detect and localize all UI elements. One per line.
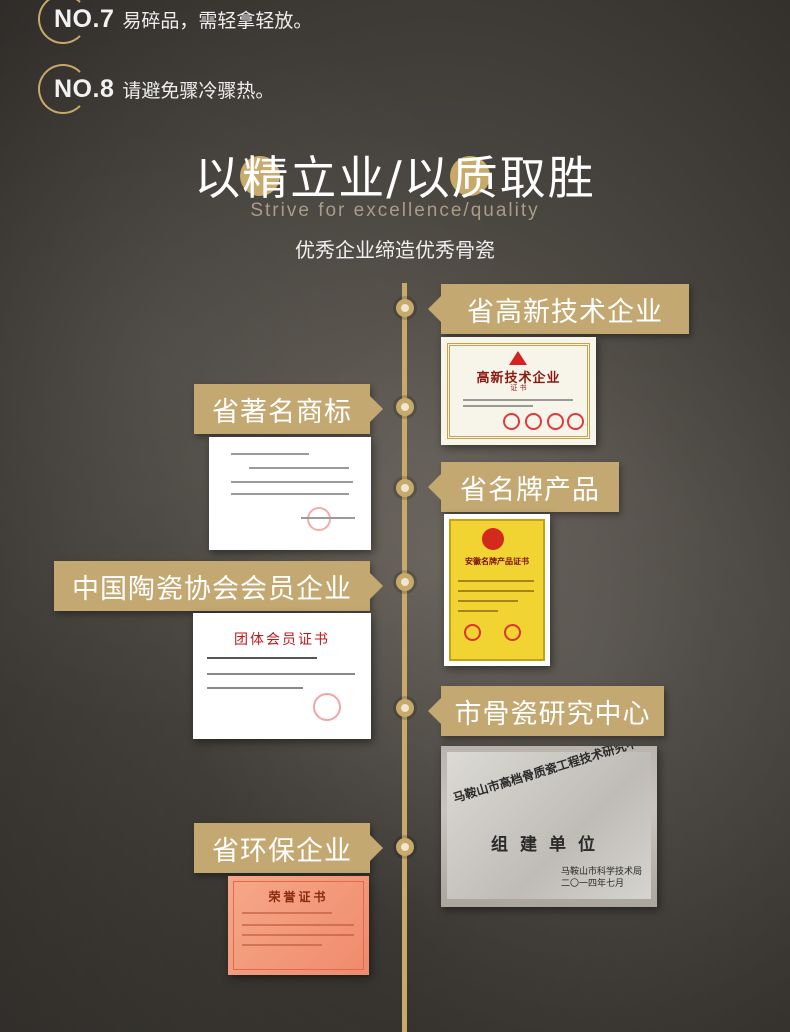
text-line — [458, 600, 518, 602]
seal-icon — [464, 624, 481, 641]
research-center-plaque: 马鞍山市高档骨质瓷工程技术研究中心 组建单位 马鞍山市科学技术局二〇一四年七月 — [441, 746, 657, 907]
tip-text: 易碎品，需轻拿轻放。 — [122, 9, 313, 32]
seal-icon — [525, 413, 542, 430]
national-emblem-icon — [482, 528, 504, 550]
cert-title: 团体会员证书 — [234, 632, 330, 648]
seal-icon — [504, 624, 521, 641]
text-line — [249, 467, 349, 469]
text-line — [458, 580, 534, 582]
label-research-center: 市骨瓷研究中心 — [428, 686, 664, 736]
tip-no8: NO.8 请避免骤冷骤热。 — [38, 64, 274, 114]
title-highlight: 精 — [240, 142, 291, 208]
title-highlight-char: 精 — [242, 151, 291, 205]
seal-icon — [567, 413, 584, 430]
seal-icon — [307, 507, 331, 531]
title-highlight: 质 — [449, 142, 500, 208]
tip-no7: NO.7 易碎品，需轻拿轻放。 — [38, 0, 312, 44]
label-brand-product: 省名牌产品 — [428, 462, 619, 512]
plaque-issuer: 马鞍山市科学技术局二〇一四年七月 — [561, 866, 642, 890]
plaque-date: 二〇一四年七月 — [561, 879, 625, 889]
text-line — [231, 453, 309, 455]
timeline-axis — [402, 283, 407, 1032]
section-title: 以精立业/以质取胜 — [0, 142, 790, 208]
text-line — [207, 687, 303, 689]
text-line — [463, 399, 573, 401]
text-line — [463, 405, 533, 407]
cert-frame — [233, 881, 364, 970]
text-line — [231, 493, 349, 495]
seal-icon — [313, 693, 341, 721]
association-member-certificate: 团体会员证书 — [193, 613, 371, 739]
trademark-document — [209, 437, 371, 550]
text-line — [207, 657, 317, 659]
label-association-member: 中国陶瓷协会会员企业 — [54, 561, 383, 611]
timeline-dot — [396, 479, 414, 497]
seal-icon — [547, 413, 564, 430]
english-subtitle: Strive for excellence/quality — [250, 200, 540, 221]
tip-number: NO.8 — [54, 74, 115, 103]
text-line — [458, 610, 498, 612]
label-hightech: 省高新技术企业 — [428, 284, 689, 334]
cert-frame — [447, 343, 590, 439]
ring-icon — [38, 0, 88, 44]
title-part: 以 — [194, 151, 243, 205]
text-line — [207, 673, 355, 675]
text-line — [242, 912, 332, 914]
plaque-issuer-name: 马鞍山市科学技术局 — [561, 867, 643, 877]
text-line — [301, 517, 355, 519]
timeline-dot — [396, 573, 414, 591]
timeline-dot — [396, 299, 414, 317]
label-trademark: 省著名商标 — [194, 384, 383, 434]
cert-title: 荣誉证书 — [268, 890, 329, 904]
title-part: 取胜 — [499, 151, 596, 205]
cert-subtitle: 证 书 — [510, 384, 527, 392]
honor-certificate: 荣誉证书 — [228, 876, 369, 975]
cert-title: 安徽名牌产品证书 — [465, 557, 529, 566]
tagline: 优秀企业缔造优秀骨瓷 — [295, 238, 495, 262]
timeline-dot — [396, 838, 414, 856]
text-line — [458, 590, 534, 592]
tip-text: 请避免骤冷骤热。 — [122, 79, 275, 102]
label-eco-enterprise: 省环保企业 — [194, 823, 383, 873]
text-line — [231, 481, 353, 483]
tip-number: NO.7 — [54, 4, 115, 33]
brand-product-certificate: 安徽名牌产品证书 — [444, 514, 550, 666]
cert-title: 高新技术企业 — [476, 371, 561, 386]
title-highlight-char: 质 — [451, 151, 500, 205]
title-part: 立业/以 — [290, 151, 452, 205]
timeline-dot — [396, 699, 414, 717]
plaque-surface — [447, 752, 651, 899]
text-line — [242, 934, 354, 936]
text-line — [242, 944, 322, 946]
plaque-subtitle: 组建单位 — [491, 835, 607, 855]
hightech-certificate: 高新技术企业 证 书 — [441, 337, 596, 445]
ring-icon — [38, 64, 88, 114]
seal-icon — [503, 413, 520, 430]
timeline-dot — [396, 398, 414, 416]
text-line — [242, 924, 354, 926]
